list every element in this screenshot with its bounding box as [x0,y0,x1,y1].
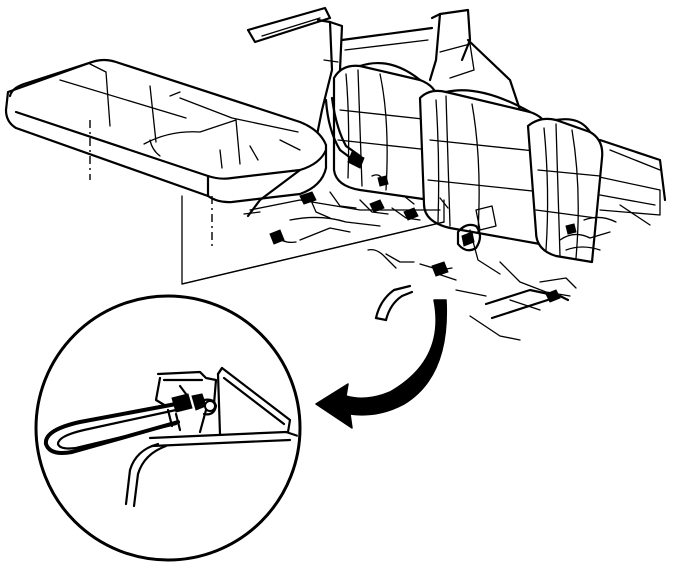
seat-cushion [4,58,328,204]
callout-arrow [315,299,448,429]
detail-view-circle [34,294,302,562]
vehicle-body-frame [246,6,667,226]
seat-belt [324,96,365,169]
detail-plane-outline [181,195,445,285]
floor-pan [243,168,617,341]
seat-back [332,62,604,264]
